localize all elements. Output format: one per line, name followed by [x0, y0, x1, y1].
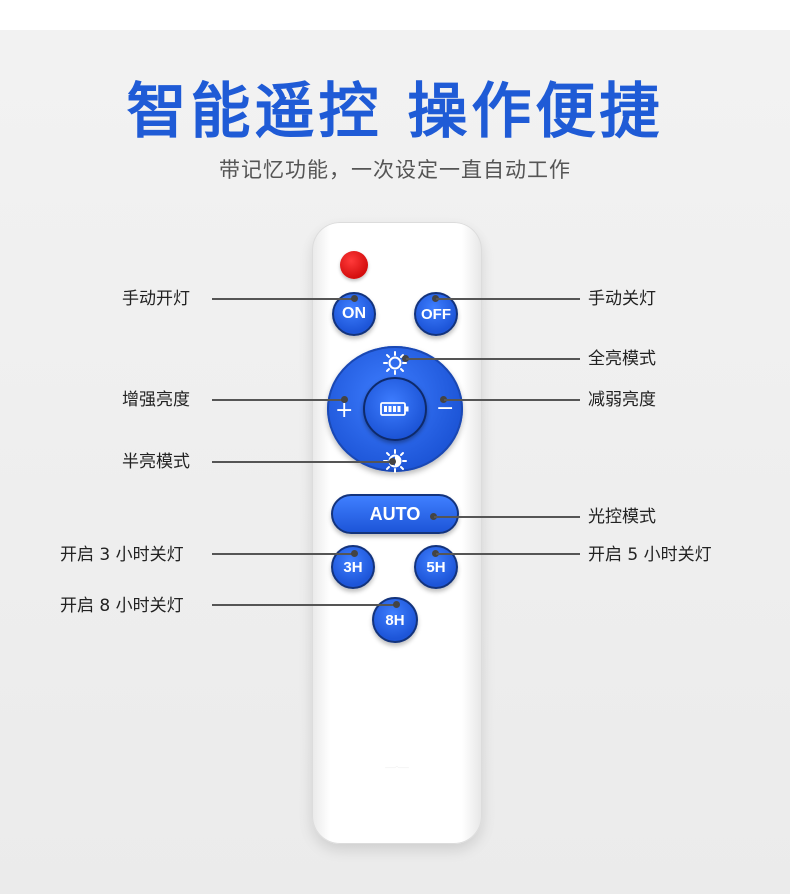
callout-line: [212, 604, 396, 606]
callout-line: [434, 516, 580, 518]
battery-button[interactable]: [363, 377, 427, 441]
remote-seam: [385, 766, 409, 768]
callout-line: [212, 461, 392, 463]
callout-light-control: 光控模式: [588, 507, 656, 527]
increase-brightness-button[interactable]: +: [335, 398, 354, 423]
callout-dot: [402, 355, 409, 362]
callout-dot: [432, 550, 439, 557]
callout-decrease-brightness: 减弱亮度: [588, 390, 656, 410]
sun-icon[interactable]: [382, 350, 408, 376]
callout-line: [436, 298, 580, 300]
page-subtitle: 带记忆功能，一次设定一直自动工作: [219, 158, 571, 182]
callout-full-brightness: 全亮模式: [588, 349, 656, 369]
callout-line: [212, 399, 344, 401]
callout-on-8h: 开启 8 小时关灯: [60, 596, 184, 616]
callout-line: [212, 298, 354, 300]
callout-dot: [351, 550, 358, 557]
timer-5h-button[interactable]: 5H: [414, 545, 458, 589]
callout-line: [444, 399, 580, 401]
callout-on-5h: 开启 5 小时关灯: [588, 545, 712, 565]
top-band: [0, 0, 790, 30]
callout-line: [436, 553, 580, 555]
callout-dot: [440, 396, 447, 403]
callout-increase-brightness: 增强亮度: [122, 390, 190, 410]
callout-dot: [351, 295, 358, 302]
auto-button[interactable]: AUTO: [331, 494, 459, 534]
callout-manual-off: 手动关灯: [588, 289, 656, 309]
callout-dot: [432, 295, 439, 302]
callout-on-3h: 开启 3 小时关灯: [60, 545, 184, 565]
callout-line: [406, 358, 580, 360]
callout-dot: [393, 601, 400, 608]
callout-half-brightness: 半亮模式: [122, 452, 190, 472]
battery-icon: [380, 402, 409, 416]
callout-line: [212, 553, 354, 555]
decrease-brightness-button[interactable]: −: [436, 396, 455, 421]
callout-dot: [430, 513, 437, 520]
callout-dot: [389, 458, 396, 465]
callout-dot: [341, 396, 348, 403]
page-title: 智能遥控 操作便捷: [126, 77, 664, 147]
indicator-light: [340, 251, 368, 279]
callout-manual-on: 手动开灯: [122, 289, 190, 309]
